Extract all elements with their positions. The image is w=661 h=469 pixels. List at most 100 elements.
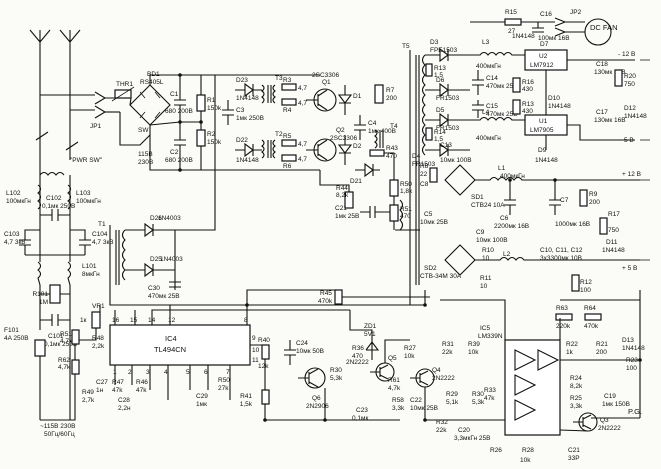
r30b-value: 5,3k xyxy=(472,399,485,406)
r7-value: 200 xyxy=(386,95,397,102)
r20-value: 750 xyxy=(624,81,635,88)
ic4-pin-4: 4 xyxy=(164,369,168,376)
l3-value: 400мкГн xyxy=(476,63,501,70)
d5-part: FR1503 xyxy=(436,125,460,132)
r13b-value: 430 xyxy=(522,108,533,115)
c29-label: C29 xyxy=(196,393,208,400)
fan-label: DC FAN xyxy=(590,23,618,32)
r46-value: 47k xyxy=(136,387,147,394)
l102-label: L102 xyxy=(6,190,21,197)
c30-value: 470мк 25B xyxy=(148,293,180,300)
c102-label: C102 xyxy=(46,195,62,202)
r36-label: R36 xyxy=(352,345,364,352)
c13-value: 10мк 100B xyxy=(440,157,472,164)
r41-label: R41 xyxy=(240,393,252,400)
r47-value: 47k xyxy=(112,387,123,394)
thr1-label: THR1 xyxy=(116,81,133,88)
ic5-part: LM339N xyxy=(478,333,503,340)
c104-label: C104 xyxy=(92,231,108,238)
t1-label: T1 xyxy=(98,221,106,228)
c5-label: C5 xyxy=(424,211,433,218)
r9-label: R9 xyxy=(589,191,598,198)
d12-label: D12 xyxy=(624,105,636,112)
sd1-label: SD1 xyxy=(471,194,484,201)
d4-label: D4 xyxy=(412,153,421,160)
zd1-label: ZD1 xyxy=(364,323,377,330)
r30-value: 5,3k xyxy=(330,375,343,382)
r1-label: R1 xyxy=(207,97,216,104)
r28-value: 10k xyxy=(520,457,531,464)
q4-part: 2N2222 xyxy=(432,375,455,382)
c21b-value: 33P xyxy=(568,455,580,462)
r62-value: 4,7k xyxy=(58,364,71,371)
c10-c12-label: C10, C11, C12 xyxy=(540,247,583,254)
ic4-pin-3: 3 xyxy=(146,369,150,376)
r30b-label: R30 xyxy=(472,391,484,398)
l2-label: L2 xyxy=(503,251,511,258)
c102-value: 0,1мк 250B xyxy=(42,203,75,210)
r8-label: R8 xyxy=(420,163,429,170)
t5-label: T5 xyxy=(402,43,410,50)
c7-label: C7 xyxy=(560,197,569,204)
c20-value: 3,3мкГн 25B xyxy=(454,435,490,442)
r40-value: 12k xyxy=(258,363,269,370)
r22-label: R22 xyxy=(566,341,578,348)
interconnect-wires xyxy=(40,178,642,432)
sd2-label: SD2 xyxy=(424,265,437,272)
r10-label: R10 xyxy=(482,247,494,254)
c104-value: 4,7 3кВ xyxy=(92,239,114,246)
r51b-label: R51 xyxy=(60,331,72,338)
mains-frequency-label: 50Гц/60Гц xyxy=(44,431,75,438)
c10-c12-value: 3x3300мк 10B xyxy=(540,255,582,262)
r28-label: R28 xyxy=(522,447,534,454)
r64-value: 470k xyxy=(584,323,599,330)
r50-value: 1,8k xyxy=(400,188,413,195)
q2-part: 2SC3306 xyxy=(330,135,357,142)
d1-label: D1 xyxy=(353,93,362,100)
r63-value: 220k xyxy=(556,323,571,330)
d22-part: 1N4148 xyxy=(236,157,259,164)
r26-label: R26 xyxy=(490,447,502,454)
r31-label: R31 xyxy=(442,341,454,348)
ic4-pin-2: 2 xyxy=(128,369,132,376)
r13-value: 1,5 xyxy=(434,72,443,79)
d12-part: 1N4148 xyxy=(624,113,647,120)
r39-value: 10k xyxy=(468,349,479,356)
d3-label: D3 xyxy=(430,39,439,46)
r27-label: R27 xyxy=(404,345,416,352)
f101-value: 4A 250B xyxy=(4,335,29,342)
r44-label: R44 xyxy=(336,185,348,192)
c101-label: C101 xyxy=(48,333,64,340)
d22-label: D22 xyxy=(236,137,248,144)
c24-label: C24 xyxy=(296,340,308,347)
c15-label: C15 xyxy=(486,103,498,110)
protection-circuit: ZD1 5V1 Q5 2N2222 R36 470 R27 10k R61 4,… xyxy=(346,310,455,422)
l101-label: L101 xyxy=(82,263,97,270)
r29-label: R29 xyxy=(446,391,458,398)
r15-label: R15 xyxy=(505,9,517,16)
r41-value: 1,5k xyxy=(240,401,253,408)
r5-label: R5 xyxy=(283,133,292,140)
d10-label: D10 xyxy=(548,95,560,102)
r50b-value: 27k xyxy=(218,385,229,392)
drive-transformer-t1: T1 D26 1N4003 D25 1N4003 C30 470мк 25B xyxy=(98,170,240,306)
ic4-body xyxy=(109,324,251,366)
q6-part: 2N2906 xyxy=(306,403,329,410)
positive-outputs: SD1 CTB24 10A R8 22 C8 L1 400мкГн + 12 B… xyxy=(420,163,650,294)
r64-label: R64 xyxy=(584,305,596,312)
d13-part: 1N4148 xyxy=(622,345,645,352)
r6-value: 4,7 xyxy=(298,156,307,163)
sw-label: SW xyxy=(138,127,149,134)
sd1-part: CTB24 10A xyxy=(471,202,505,209)
c9-label: C9 xyxy=(476,229,485,236)
r7-label: R7 xyxy=(386,87,395,94)
r50b-label: R50 xyxy=(218,377,230,384)
r33-label: R33 xyxy=(484,387,496,394)
c30-label: C30 xyxy=(148,285,160,292)
mains-voltage-label: ~115B 230B xyxy=(40,423,75,430)
l4-label: L4 xyxy=(482,109,490,116)
d26-label: D26 xyxy=(150,215,162,222)
l102-value: 100мкГн xyxy=(6,198,31,205)
r29-value: 5,1k xyxy=(446,399,459,406)
q1-label: Q1 xyxy=(322,79,331,86)
